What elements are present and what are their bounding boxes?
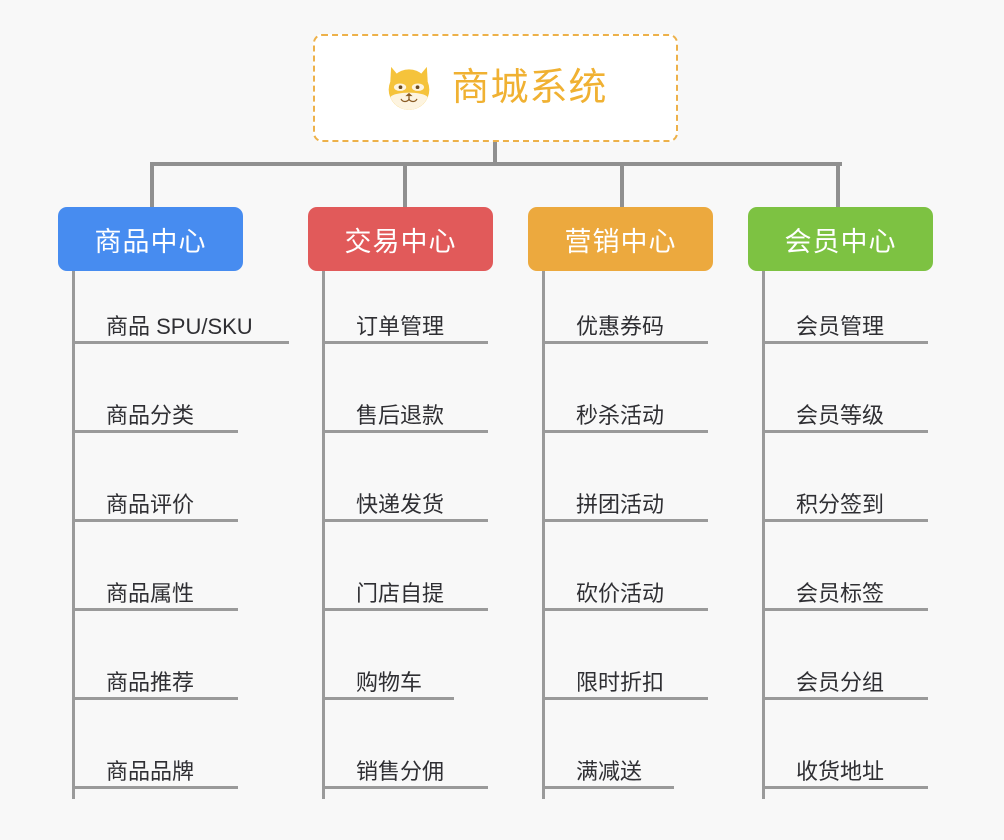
drop-connector: [836, 162, 840, 207]
leaf-label: 拼团活动: [576, 492, 665, 517]
leaf-item[interactable]: 商品 SPU/SKU: [72, 316, 289, 344]
leaf-item[interactable]: 砍价活动: [542, 583, 708, 611]
leaf-label: 商品评价: [106, 492, 195, 517]
root-node[interactable]: 商城系统: [313, 34, 678, 142]
leaf-item[interactable]: 会员标签: [762, 583, 928, 611]
leaf-label: 商品推荐: [106, 670, 195, 695]
leaf-underline: [542, 786, 674, 789]
leaf-underline: [322, 786, 488, 789]
leaf-item[interactable]: 商品品牌: [72, 761, 238, 789]
leaf-item[interactable]: 商品分类: [72, 405, 238, 433]
leaf-underline: [322, 697, 454, 700]
leaf-item[interactable]: 门店自提: [322, 583, 488, 611]
leaf-item[interactable]: 售后退款: [322, 405, 488, 433]
leaf-item[interactable]: 购物车: [322, 672, 454, 700]
leaf-item[interactable]: 订单管理: [322, 316, 488, 344]
category-header-member-center[interactable]: 会员中心: [748, 207, 933, 271]
leaf-item[interactable]: 拼团活动: [542, 494, 708, 522]
drop-connector: [620, 162, 624, 207]
leaf-underline: [762, 786, 928, 789]
leaf-underline: [762, 430, 928, 433]
leaf-label: 商品属性: [106, 581, 195, 606]
leaf-underline: [542, 608, 708, 611]
leaf-underline: [322, 608, 488, 611]
leaf-label: 会员标签: [796, 581, 885, 606]
leaf-label: 会员管理: [796, 314, 885, 339]
leaf-item[interactable]: 商品属性: [72, 583, 238, 611]
drop-connector: [150, 162, 154, 207]
drop-connector: [403, 162, 407, 207]
horizontal-bus-connector: [150, 162, 842, 166]
leaf-underline: [72, 608, 238, 611]
root-stem-connector: [493, 142, 497, 164]
category-label: 营销中心: [564, 226, 677, 257]
column-spine: [72, 271, 75, 799]
leaf-label: 订单管理: [356, 314, 445, 339]
leaf-label: 满减送: [576, 759, 643, 784]
leaf-label: 积分签到: [796, 492, 885, 517]
leaf-label: 限时折扣: [576, 670, 665, 695]
leaf-label: 收货地址: [796, 759, 885, 784]
category-label: 商品中心: [94, 226, 207, 257]
root-title: 商城系统: [451, 67, 608, 109]
column-spine: [542, 271, 545, 799]
leaf-underline: [542, 519, 708, 522]
leaf-label: 砍价活动: [576, 581, 665, 606]
leaf-item[interactable]: 收货地址: [762, 761, 928, 789]
column-spine: [322, 271, 325, 799]
leaf-item[interactable]: 快递发货: [322, 494, 488, 522]
leaf-item[interactable]: 满减送: [542, 761, 674, 789]
leaf-underline: [72, 430, 238, 433]
leaf-item[interactable]: 积分签到: [762, 494, 928, 522]
category-header-trade-center[interactable]: 交易中心: [308, 207, 493, 271]
leaf-underline: [762, 608, 928, 611]
leaf-item[interactable]: 会员等级: [762, 405, 928, 433]
leaf-underline: [72, 697, 238, 700]
leaf-label: 销售分佣: [356, 759, 445, 784]
leaf-label: 优惠券码: [576, 314, 665, 339]
leaf-label: 会员分组: [796, 670, 885, 695]
dog-face-icon: [383, 62, 435, 114]
leaf-item[interactable]: 优惠券码: [542, 316, 708, 344]
leaf-item[interactable]: 销售分佣: [322, 761, 488, 789]
leaf-item[interactable]: 限时折扣: [542, 672, 708, 700]
leaf-item[interactable]: 会员管理: [762, 316, 928, 344]
leaf-label: 购物车: [356, 670, 423, 695]
leaf-underline: [542, 341, 708, 344]
leaf-label: 商品分类: [106, 403, 195, 428]
leaf-underline: [542, 697, 708, 700]
leaf-underline: [72, 786, 238, 789]
leaf-underline: [322, 430, 488, 433]
leaf-underline: [322, 519, 488, 522]
leaf-underline: [762, 697, 928, 700]
leaf-label: 商品 SPU/SKU: [106, 314, 253, 339]
leaf-underline: [762, 519, 928, 522]
category-label: 会员中心: [784, 226, 897, 257]
leaf-underline: [322, 341, 488, 344]
leaf-label: 秒杀活动: [576, 403, 665, 428]
leaf-label: 商品品牌: [106, 759, 195, 784]
leaf-item[interactable]: 商品推荐: [72, 672, 238, 700]
leaf-underline: [72, 519, 238, 522]
leaf-item[interactable]: 商品评价: [72, 494, 238, 522]
leaf-underline: [542, 430, 708, 433]
leaf-item[interactable]: 会员分组: [762, 672, 928, 700]
category-header-product-center[interactable]: 商品中心: [58, 207, 243, 271]
leaf-underline: [72, 341, 289, 344]
leaf-underline: [762, 341, 928, 344]
leaf-label: 门店自提: [356, 581, 445, 606]
category-header-marketing-center[interactable]: 营销中心: [528, 207, 713, 271]
leaf-label: 快递发货: [356, 492, 445, 517]
column-spine: [762, 271, 765, 799]
leaf-item[interactable]: 秒杀活动: [542, 405, 708, 433]
leaf-label: 售后退款: [356, 403, 445, 428]
leaf-label: 会员等级: [796, 403, 885, 428]
category-label: 交易中心: [344, 226, 457, 257]
